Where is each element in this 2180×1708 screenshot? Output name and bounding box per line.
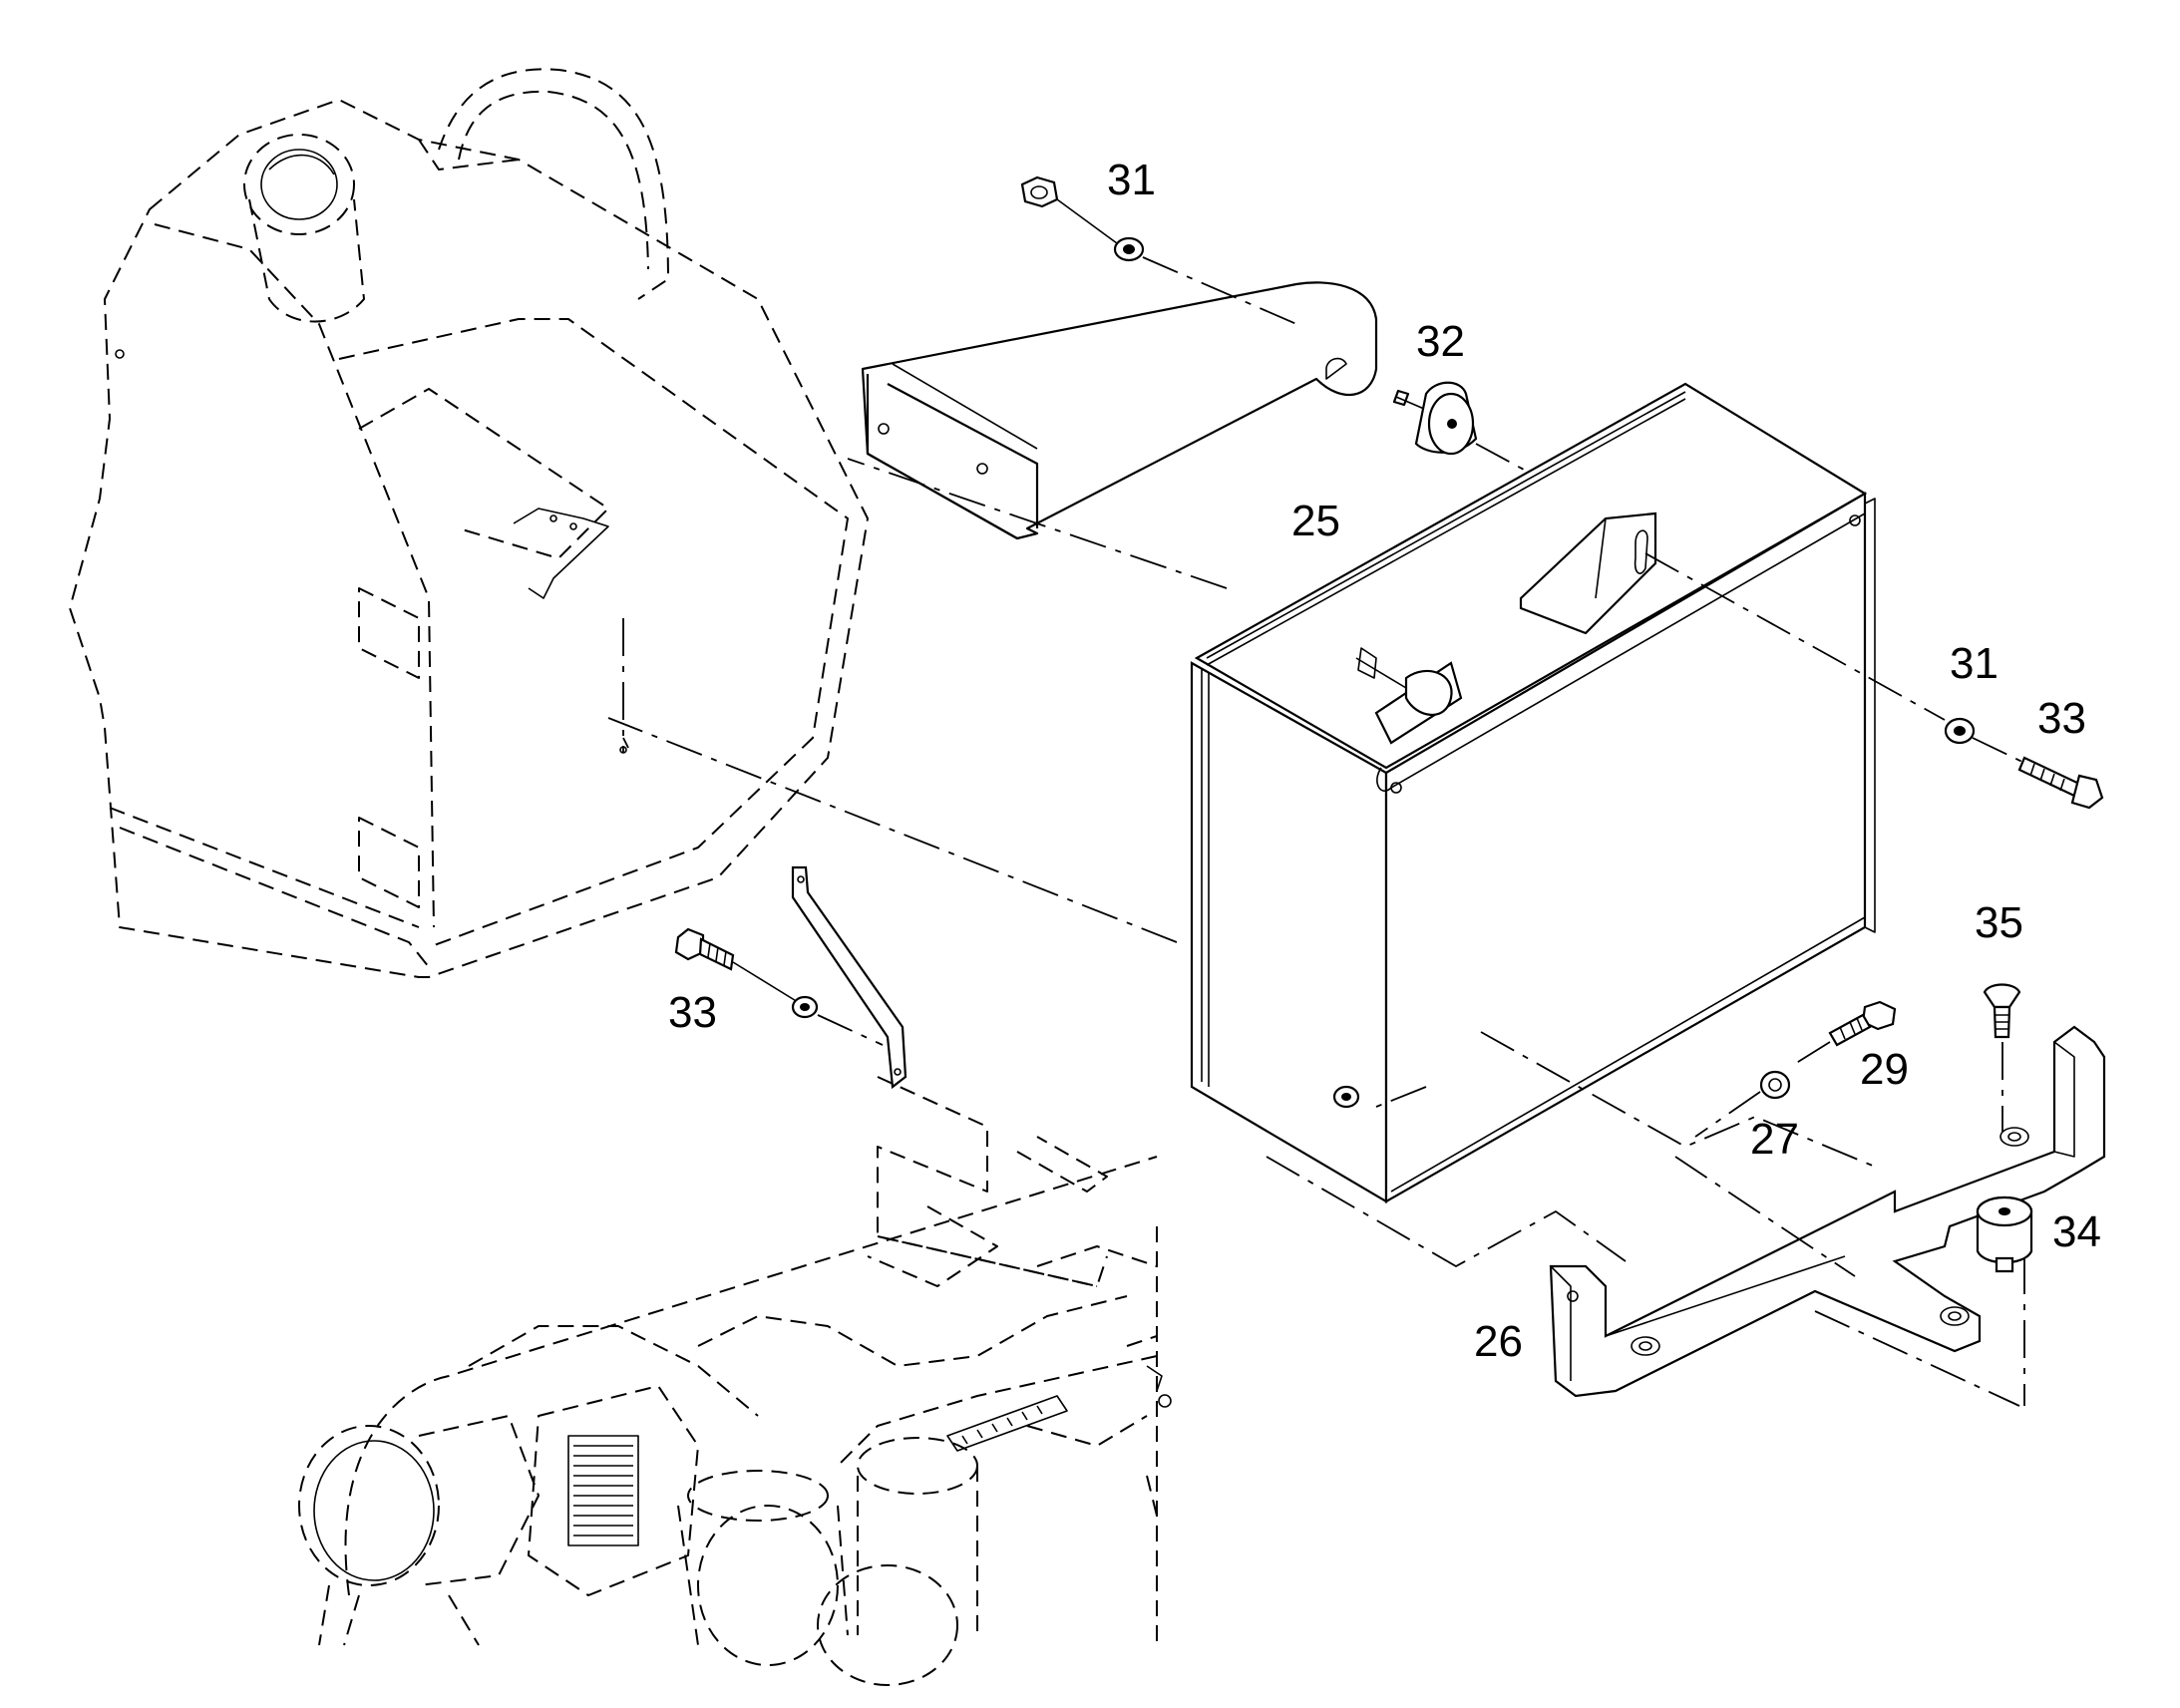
bolt-left	[674, 927, 735, 971]
washer-27	[1759, 1070, 1791, 1100]
callout-25: 25	[1291, 497, 1340, 545]
washer-right	[1944, 717, 1976, 745]
ground-strap	[791, 865, 908, 1090]
callout-31-top: 31	[1107, 156, 1156, 204]
bolt-right	[2017, 756, 2104, 810]
callout-27: 27	[1750, 1115, 1799, 1164]
callout-26: 26	[1474, 1317, 1523, 1366]
callout-29: 29	[1860, 1045, 1909, 1094]
callout-34: 34	[2052, 1207, 2101, 1256]
hex-nut	[1020, 175, 1059, 208]
engine-phantom	[298, 1076, 1172, 1686]
bolt-29	[1828, 1000, 1897, 1047]
callout-35: 35	[1975, 898, 2023, 947]
callout-31-right: 31	[1950, 639, 1998, 688]
electrical-box	[1190, 382, 1876, 1203]
callout-33-right: 33	[2037, 694, 2086, 743]
callout-33-left: 33	[668, 988, 717, 1037]
phantom-tank	[69, 68, 869, 978]
washer-top	[1113, 236, 1145, 262]
upper-bracket	[861, 281, 1378, 540]
mount-bracket	[1549, 1025, 2106, 1398]
callout-32: 32	[1416, 317, 1465, 366]
screw-35	[1983, 983, 2021, 1039]
washer-left	[791, 995, 819, 1019]
rubber-mount-34	[1976, 1196, 2033, 1273]
rubber-isolator-32	[1392, 381, 1478, 456]
